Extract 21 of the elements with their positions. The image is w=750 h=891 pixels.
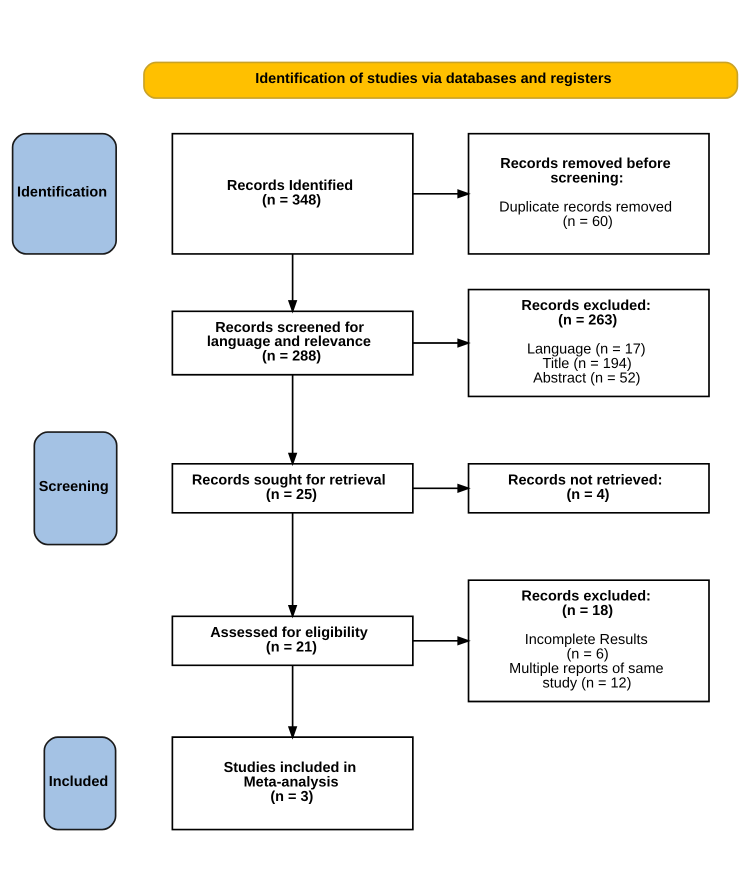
- node-box: Records sought for retrieval (n = 25): [172, 462, 414, 514]
- node-box: Records not retrieved: (n = 4): [468, 462, 710, 514]
- arrow: [412, 636, 471, 646]
- arrow: [288, 664, 298, 740]
- node-box: Records excluded: (n = 18) Incomplete Results (n = 6) Multiple reports of same study (n = 12): [468, 578, 710, 702]
- arrow: [412, 338, 471, 348]
- node-box: Records screened for language and relevance (n = 288): [172, 310, 414, 376]
- node-box: Assessed for eligibility (n = 21): [172, 615, 414, 666]
- node-box: Records removed before screening: Duplicate records removed (n = 60): [468, 132, 710, 254]
- node-box: Identification of studies via databases and registers: [143, 61, 738, 98]
- node-box: Identification: [12, 132, 117, 254]
- arrow: [288, 254, 298, 314]
- arrow: [412, 483, 471, 492]
- arrow: [412, 188, 471, 198]
- node-box: Studies included in Meta-analysis (n = 3): [172, 736, 414, 830]
- arrow: [288, 512, 298, 618]
- node-box: Included: [44, 736, 116, 830]
- node-box: Records Identified (n = 348): [172, 132, 414, 254]
- arrow: [288, 374, 298, 466]
- node-box: Screening: [33, 430, 118, 545]
- node-box: Records excluded: (n = 263) Language (n = 17) Title (n = 194) Abstract (n = 52): [468, 288, 710, 397]
